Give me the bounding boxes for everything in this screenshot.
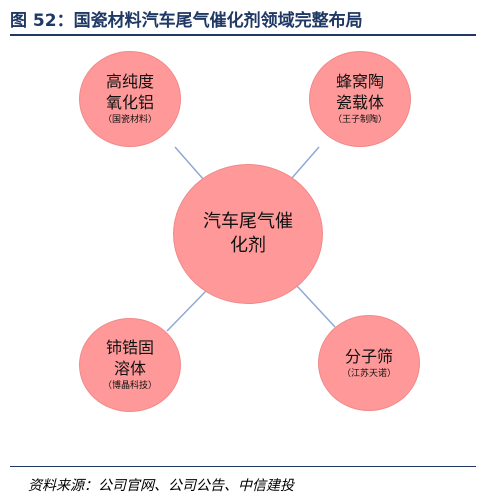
center-label-2: 化剂 [230, 235, 266, 256]
node-sieve-company: （江苏天诺） [341, 368, 396, 379]
source-note: 资料来源：公司官网、公司公告、中信建投 [28, 478, 294, 494]
center-label-1: 汽车尾气催 [203, 211, 293, 232]
node-center-catalyst: 汽车尾气催 化剂 [173, 164, 323, 304]
node-ceria-label-1: 铈锆固 [105, 338, 154, 357]
node-honeycomb-ceramic: 蜂窝陶 瓷载体 （王子制陶） [309, 51, 411, 147]
node-honeycomb-label-2: 瓷载体 [335, 93, 384, 112]
node-ceria-company: （博晶科技） [102, 381, 157, 391]
connector-bottom-right [296, 285, 336, 328]
node-molecular-sieve: 分子筛 （江苏天诺） [318, 315, 420, 411]
figure-title: 图 52：国瓷材料汽车尾气催化剂领域完整布局 [10, 11, 363, 31]
node-ceria-label-2: 溶体 [113, 359, 146, 378]
node-alumina-label-1: 高纯度 [105, 72, 154, 91]
node-alumina-company: （国瓷材料） [102, 115, 157, 125]
node-alumina: 高纯度 氧化铝 （国瓷材料） [79, 51, 181, 147]
node-alumina-label-2: 氧化铝 [105, 93, 154, 112]
node-sieve-label-1: 分子筛 [344, 346, 393, 366]
connector-bottom-left [166, 290, 207, 332]
title-underline [10, 34, 476, 36]
source-rule [10, 466, 476, 467]
node-ceria-zirconia: 铈锆固 溶体 （博晶科技） [79, 318, 181, 412]
node-honeycomb-company: （王子制陶） [332, 115, 387, 125]
node-honeycomb-label-1: 蜂窝陶 [335, 72, 384, 91]
